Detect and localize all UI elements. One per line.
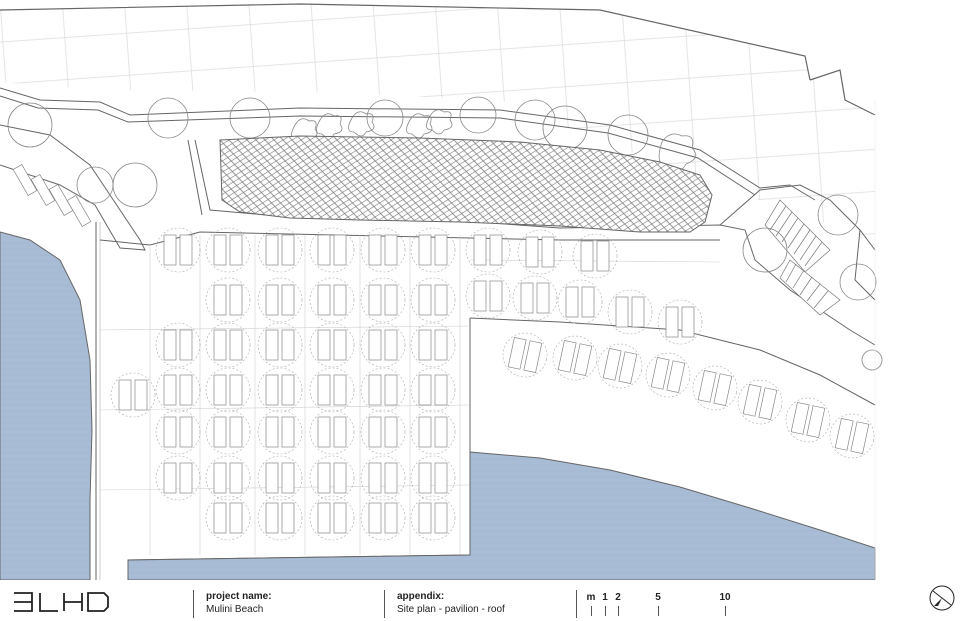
table-group <box>205 409 251 455</box>
table-group <box>257 322 303 368</box>
scale-mark-2: 2 <box>615 592 621 603</box>
trees <box>7 96 883 371</box>
table-group <box>257 409 303 455</box>
project-name-value: Mulini Beach <box>206 604 264 615</box>
terrace-grid <box>99 235 721 555</box>
table-group <box>410 322 456 368</box>
table-group <box>257 455 303 501</box>
separator <box>576 590 577 618</box>
table-group <box>257 367 303 413</box>
table-groups <box>110 227 875 541</box>
table-group <box>410 409 456 455</box>
scale-tick <box>658 606 659 616</box>
table-group <box>557 279 603 325</box>
table-group <box>597 343 643 389</box>
table-group <box>360 367 406 413</box>
table-group <box>110 372 156 418</box>
table-group <box>155 322 201 368</box>
table-group <box>205 495 251 541</box>
table-group <box>657 299 703 345</box>
appendix-value: Site plan - pavilion - roof <box>397 604 505 615</box>
table-group <box>257 495 303 541</box>
table-group <box>410 455 456 501</box>
project-name-label: project name: <box>206 591 272 602</box>
site-plan-drawing <box>0 3 883 580</box>
table-group <box>360 495 406 541</box>
title-block: project name: Mulini Beach appendix: Sit… <box>0 580 960 621</box>
table-group <box>517 229 563 275</box>
table-group <box>205 455 251 501</box>
table-group <box>155 409 201 455</box>
table-group <box>645 352 691 398</box>
stair <box>764 199 841 316</box>
table-group <box>309 277 355 323</box>
table-group <box>309 227 355 273</box>
scale-mark-5: 5 <box>655 592 661 603</box>
table-group <box>155 367 201 413</box>
table-group <box>465 227 511 273</box>
separator <box>193 590 194 618</box>
table-group <box>410 495 456 541</box>
table-group <box>829 413 875 459</box>
table-group <box>155 455 201 501</box>
water-sea <box>127 451 876 580</box>
table-group <box>465 273 511 319</box>
scale-tick <box>591 606 592 616</box>
3lhd-logo <box>14 592 109 612</box>
table-group <box>410 227 456 273</box>
pavilion-roof <box>219 135 713 233</box>
table-group <box>785 397 831 443</box>
table-group <box>360 409 406 455</box>
table-group <box>257 277 303 323</box>
table-group <box>502 332 548 378</box>
table-group <box>309 455 355 501</box>
table-group <box>360 227 406 273</box>
separator <box>384 590 385 618</box>
table-group <box>607 289 653 335</box>
table-group <box>257 227 303 273</box>
scale-tick <box>618 606 619 616</box>
scale-tick <box>605 606 606 616</box>
appendix-label: appendix: <box>397 591 445 602</box>
table-group <box>360 277 406 323</box>
loungers-left <box>12 164 92 227</box>
table-group <box>410 367 456 413</box>
scale-mark-10: 10 <box>719 592 731 603</box>
table-group <box>309 367 355 413</box>
table-group <box>692 365 738 411</box>
upper-street-paving <box>0 3 876 240</box>
table-group <box>205 227 251 273</box>
table-group <box>552 335 598 381</box>
table-group <box>512 275 558 321</box>
table-group <box>360 455 406 501</box>
table-group <box>410 277 456 323</box>
table-group <box>737 379 783 425</box>
table-group <box>309 409 355 455</box>
north-arrow-icon <box>929 585 955 611</box>
table-group <box>205 322 251 368</box>
table-group <box>205 367 251 413</box>
table-group <box>309 495 355 541</box>
table-group <box>155 227 201 273</box>
table-group <box>572 233 618 279</box>
scale-unit: m <box>586 592 596 603</box>
table-group <box>309 322 355 368</box>
scale-tick <box>725 606 726 616</box>
scale-mark-1: 1 <box>602 592 608 603</box>
water-left-bay <box>0 231 93 580</box>
table-group <box>205 277 251 323</box>
table-group <box>360 322 406 368</box>
